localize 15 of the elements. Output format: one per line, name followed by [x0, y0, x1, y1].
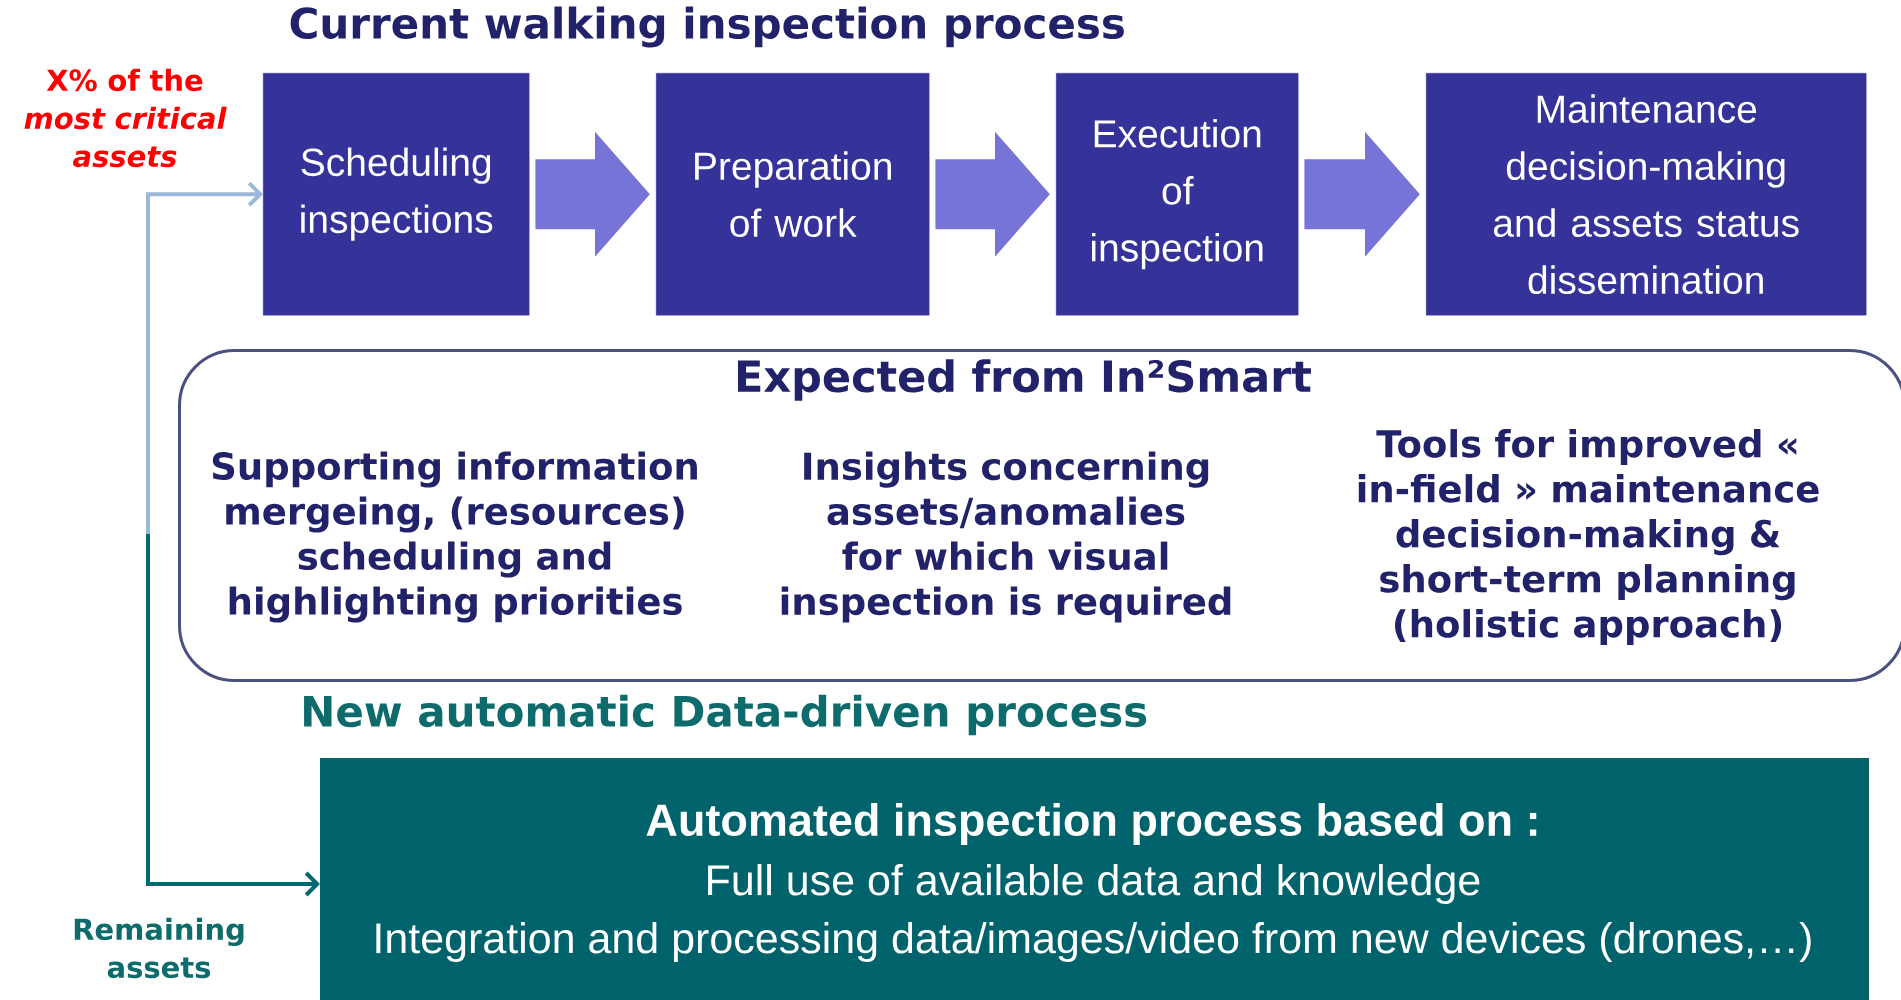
side-note: X% of the most critical assets	[24, 68, 227, 168]
section-heading: New automatic Data-driven process	[304, 694, 1147, 736]
process-box: Preparation of work	[656, 73, 930, 316]
diagram-title: Current walking inspection process	[290, 6, 1124, 48]
benefit-text: Supporting information mergeing, (resources) scheduling and highlighting priorities	[212, 451, 697, 623]
arrow	[146, 181, 263, 534]
arrow	[146, 534, 320, 897]
benefit-text: Tools for improved « in-field » maintenance decision-making & short-term planning (holistic approach)	[1358, 429, 1819, 645]
panel-heading: Expected from In²Smart	[738, 359, 1311, 401]
process-box: Execution of inspection	[1056, 73, 1299, 316]
process-box: Scheduling inspections	[263, 73, 530, 316]
benefit-text: Insights concerning assets/anomalies for which visual inspection is required	[781, 451, 1231, 623]
process-box: Maintenance decision-making and assets status dissemination	[1426, 73, 1867, 316]
process-box: Automated inspection process based on : Full use of available data and knowledge Integration and processing data/images/video from new devices (drones,…)	[320, 758, 1869, 1000]
side-note: Remaining assets	[74, 917, 244, 979]
